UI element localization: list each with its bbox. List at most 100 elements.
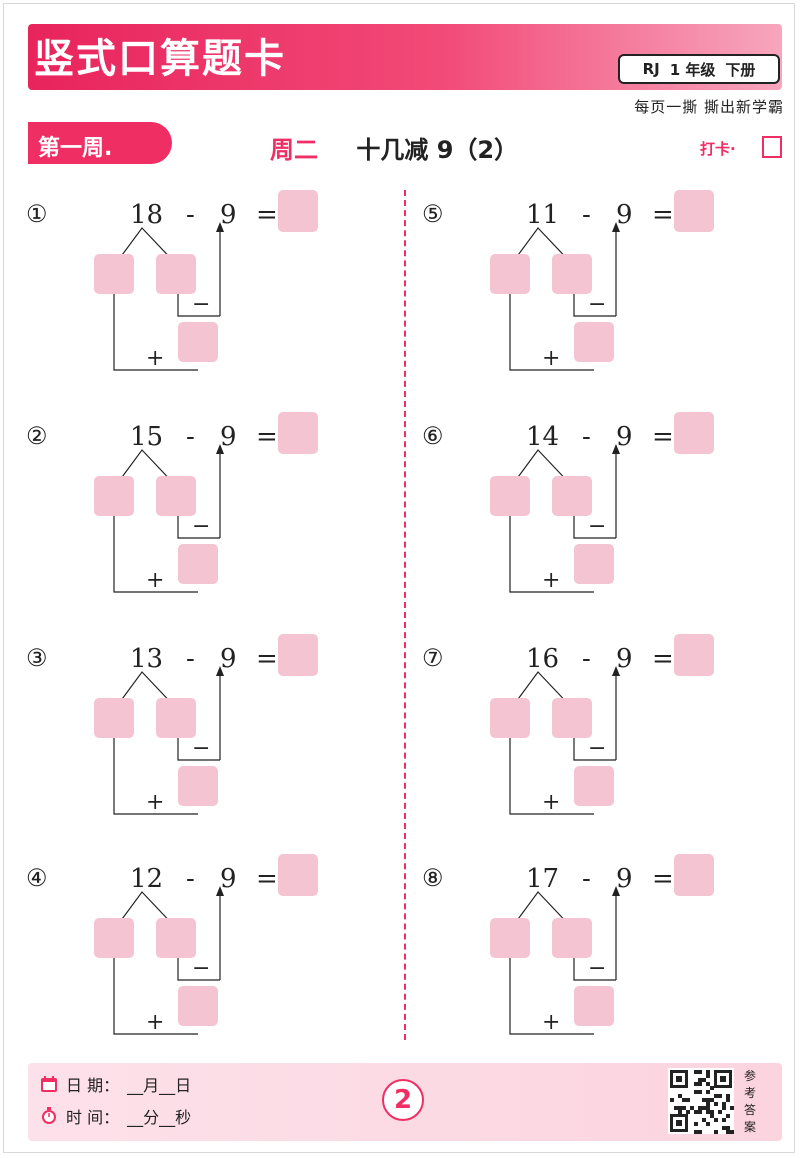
difference-box[interactable] xyxy=(178,986,218,1026)
difference-box[interactable] xyxy=(574,986,614,1026)
plus-mark: + xyxy=(542,790,561,815)
minuend: 15 xyxy=(130,422,164,452)
equals-sign: = xyxy=(652,200,674,230)
problem-number: ⑧ xyxy=(422,864,444,892)
page-number: 2 xyxy=(382,1079,424,1121)
split-box-right[interactable] xyxy=(552,698,592,738)
subtrahend: 9 xyxy=(220,864,237,894)
problem-number: ① xyxy=(26,200,48,228)
equation: 11-9= xyxy=(526,200,674,230)
answer-box[interactable] xyxy=(278,634,318,676)
answer-box[interactable] xyxy=(674,190,714,232)
minuend: 14 xyxy=(526,422,560,452)
split-box-left[interactable] xyxy=(490,254,530,294)
decomposition-lines xyxy=(113,886,224,1035)
subtrahend: 9 xyxy=(616,644,633,674)
edition-volume: 下册 xyxy=(725,60,756,79)
equals-sign: = xyxy=(652,864,674,894)
difference-box[interactable] xyxy=(574,322,614,362)
checkin-checkbox[interactable] xyxy=(762,136,782,158)
minus-sign: - xyxy=(186,864,195,894)
equation: 18-9= xyxy=(130,200,278,230)
plus-mark: + xyxy=(542,346,561,371)
date-field[interactable]: __月__日 xyxy=(127,1076,192,1095)
answer-box[interactable] xyxy=(674,854,714,896)
split-box-left[interactable] xyxy=(94,698,134,738)
equals-sign: = xyxy=(652,422,674,452)
split-box-right[interactable] xyxy=(552,476,592,516)
answer-box[interactable] xyxy=(278,854,318,896)
equals-sign: = xyxy=(256,864,278,894)
decomposition-lines xyxy=(509,444,620,593)
split-box-left[interactable] xyxy=(94,918,134,958)
difference-box[interactable] xyxy=(574,766,614,806)
split-box-left[interactable] xyxy=(490,918,530,958)
equation: 15-9= xyxy=(130,422,278,452)
tear-line xyxy=(404,190,406,1040)
split-box-right[interactable] xyxy=(156,698,196,738)
answer-box[interactable] xyxy=(278,190,318,232)
minus-sign: - xyxy=(582,422,591,452)
equation: 14-9 = xyxy=(526,422,674,452)
equals-sign: = xyxy=(256,644,278,674)
slogan: 每页一撕 撕出新学霸 xyxy=(634,98,784,116)
lesson-day: 周二 xyxy=(270,136,318,164)
time-label: 时 间： xyxy=(66,1108,120,1127)
minus-sign: - xyxy=(582,200,591,230)
decomposition-lines xyxy=(113,666,224,815)
split-box-right[interactable] xyxy=(552,918,592,958)
qr-code-icon[interactable] xyxy=(668,1068,734,1134)
split-box-left[interactable] xyxy=(490,476,530,516)
difference-box[interactable] xyxy=(178,322,218,362)
problem-number: ② xyxy=(26,422,48,450)
minus-mark: − xyxy=(588,736,607,761)
minus-mark: − xyxy=(588,956,607,981)
decomposition-lines xyxy=(509,886,620,1035)
split-box-right[interactable] xyxy=(156,254,196,294)
difference-box[interactable] xyxy=(574,544,614,584)
problem-number: ⑥ xyxy=(422,422,444,450)
edition-badge: RJ 1 年级 下册 xyxy=(618,54,780,84)
split-box-left[interactable] xyxy=(94,254,134,294)
lesson-topic: 十几减 9（2） xyxy=(356,136,519,164)
edition-grade: 1 年级 xyxy=(669,60,716,79)
minus-mark: − xyxy=(192,292,211,317)
split-box-left[interactable] xyxy=(94,476,134,516)
split-box-right[interactable] xyxy=(156,476,196,516)
equation: 13-9= xyxy=(130,644,278,674)
week-tag xyxy=(28,122,172,164)
stopwatch-icon xyxy=(42,1107,56,1124)
time-field[interactable]: __分__秒 xyxy=(127,1108,192,1127)
answer-box[interactable] xyxy=(674,634,714,676)
subtrahend: 9 xyxy=(616,422,633,452)
answer-box[interactable] xyxy=(674,412,714,454)
split-box-left[interactable] xyxy=(490,698,530,738)
split-box-right[interactable] xyxy=(552,254,592,294)
problem-number: ⑤ xyxy=(422,200,444,228)
difference-box[interactable] xyxy=(178,766,218,806)
page-title: 竖式口算题卡 xyxy=(34,36,286,82)
decomposition-lines xyxy=(509,666,620,815)
answer-box[interactable] xyxy=(278,412,318,454)
decomposition-lines xyxy=(509,222,620,371)
minus-sign: - xyxy=(582,864,591,894)
difference-box[interactable] xyxy=(178,544,218,584)
plus-mark: + xyxy=(146,568,165,593)
split-box-right[interactable] xyxy=(156,918,196,958)
edition-series: RJ xyxy=(642,60,660,78)
minus-sign: - xyxy=(186,422,195,452)
checkin-label: 打卡· xyxy=(700,140,736,158)
minuend: 18 xyxy=(130,200,164,230)
subtrahend: 9 xyxy=(616,200,633,230)
minuend: 12 xyxy=(130,864,164,894)
date-label: 日 期： xyxy=(66,1076,120,1095)
problem-number: ⑦ xyxy=(422,644,444,672)
lesson-title: 周二 十几减 9（2） xyxy=(270,130,518,165)
